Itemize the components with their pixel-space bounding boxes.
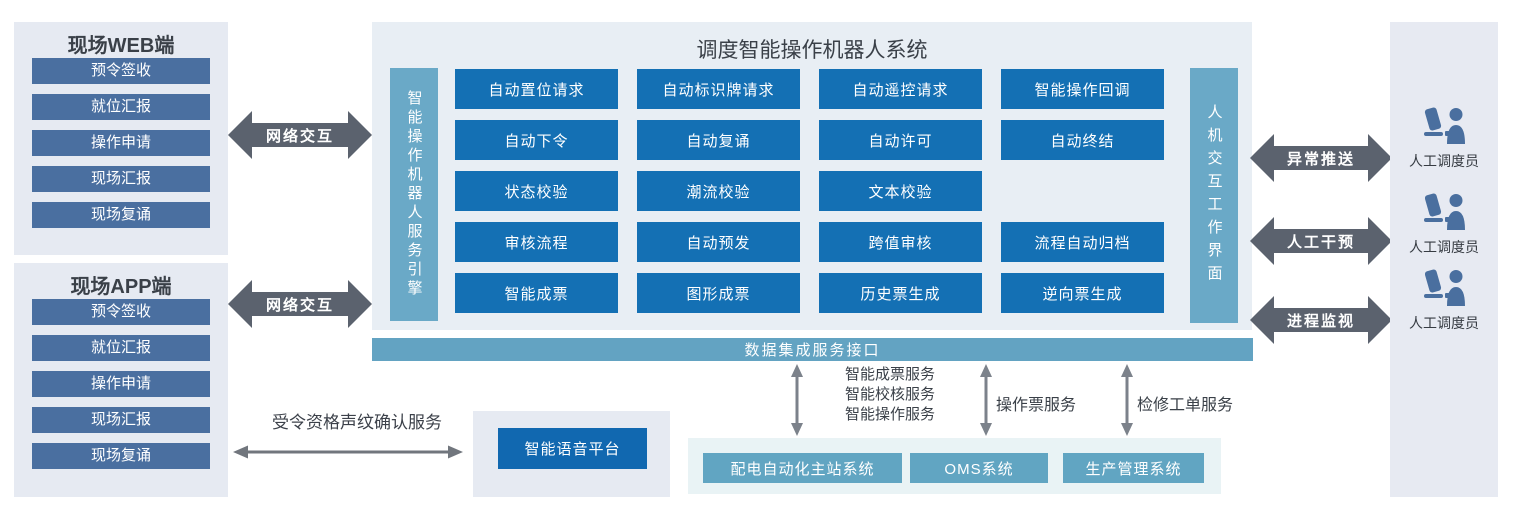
maintenance-order-service-label: 检修工单服务 xyxy=(1137,397,1234,414)
module-box: 状态校验 xyxy=(455,171,618,211)
module-box: 自动预发 xyxy=(637,222,800,262)
service-arrow xyxy=(1121,364,1133,436)
module-box: 历史票生成 xyxy=(819,273,982,313)
engine-bar: 智能操作机器人服务引擎 xyxy=(390,68,438,321)
voiceprint-service-label: 受令资格声纹确认服务 xyxy=(272,413,442,432)
dispatcher: 人工调度员 xyxy=(1390,192,1498,257)
process-monitor-arrow: 进程监视 xyxy=(1250,296,1392,344)
field-web-panel-title: 现场WEB端 xyxy=(67,35,175,57)
arrow-label: 人工干预 xyxy=(1286,233,1355,251)
system-box: 生产管理系统 xyxy=(1063,453,1204,483)
module-box: 流程自动归档 xyxy=(1001,222,1164,262)
operation-ticket-service-label: 操作票服务 xyxy=(996,397,1077,414)
arrow-right-head xyxy=(1368,217,1392,265)
network-interaction-arrow: 网络交互 xyxy=(228,111,372,159)
system-box: 配电自动化主站系统 xyxy=(703,453,902,483)
arrow-left-head xyxy=(1250,217,1274,265)
network-interaction-arrow: 网络交互 xyxy=(228,280,372,328)
arrow-left-head xyxy=(228,111,252,159)
network-arrow-label: 网络交互 xyxy=(265,127,334,145)
manual-intervention-arrow: 人工干预 xyxy=(1250,217,1392,265)
app-panel-item: 就位汇报 xyxy=(32,335,210,361)
dispatcher: 人工调度员 xyxy=(1390,268,1498,333)
field-web-panel: 现场WEB端 预令签收 就位汇报 操作申请 现场汇报 现场复诵 xyxy=(14,22,228,255)
web-panel-item: 现场汇报 xyxy=(32,166,210,192)
field-app-panel-title: 现场APP端 xyxy=(70,276,172,298)
arrow-right-head xyxy=(1368,134,1392,182)
web-panel-item: 操作申请 xyxy=(32,130,210,156)
module-box: 逆向票生成 xyxy=(1001,273,1164,313)
dispatcher-label: 人工调度员 xyxy=(1409,315,1479,331)
module-box: 图形成票 xyxy=(637,273,800,313)
module-box: 智能成票 xyxy=(455,273,618,313)
module-box: 审核流程 xyxy=(455,222,618,262)
robot-system-panel: 调度智能操作机器人系统 智能操作机器人服务引擎 自动置位请求 自动标识牌请求 自… xyxy=(372,22,1252,330)
arrow-label: 异常推送 xyxy=(1286,150,1355,168)
app-panel-item: 现场汇报 xyxy=(32,407,210,433)
dispatcher-label: 人工调度员 xyxy=(1409,153,1479,169)
web-panel-item: 就位汇报 xyxy=(32,94,210,120)
external-systems-panel: 配电自动化主站系统 OMS系统 生产管理系统 xyxy=(688,438,1221,494)
module-box: 自动复诵 xyxy=(637,120,800,160)
dispatcher: 人工调度员 xyxy=(1390,106,1498,171)
data-integration-bar: 数据集成服务接口 xyxy=(372,338,1253,361)
voice-platform-box: 智能语音平台 xyxy=(498,428,647,469)
arrow-left-head xyxy=(1250,296,1274,344)
app-panel-item: 预令签收 xyxy=(32,299,210,325)
grid-empty-cell xyxy=(1001,171,1164,211)
operator-at-computer-icon xyxy=(1424,193,1465,230)
hmi-bar: 人机交互工作界面 xyxy=(1190,68,1238,323)
function-grid: 自动置位请求 自动标识牌请求 自动遥控请求 智能操作回调 自动下令 自动复诵 自… xyxy=(455,69,1164,313)
operator-at-computer-icon xyxy=(1424,269,1465,306)
system-title: 调度智能操作机器人系统 xyxy=(696,39,928,62)
service-line: 智能操作服务 xyxy=(845,406,936,423)
module-box: 自动许可 xyxy=(819,120,982,160)
ticket-services-label: 智能成票服务 智能校核服务 智能操作服务 xyxy=(845,365,935,425)
module-box: 跨值审核 xyxy=(819,222,982,262)
service-arrow xyxy=(980,364,992,436)
voiceprint-service-arrow xyxy=(233,445,463,459)
arrow-left-head xyxy=(228,280,252,328)
network-arrow-label: 网络交互 xyxy=(265,296,334,314)
dispatcher-panel: 人工调度员 人工调度员 人工调度员 xyxy=(1390,22,1498,497)
service-line: 智能成票服务 xyxy=(845,366,936,383)
system-box: OMS系统 xyxy=(910,453,1048,483)
arrow-left-head xyxy=(1250,134,1274,182)
operator-at-computer-icon xyxy=(1424,107,1465,144)
field-app-panel: 现场APP端 预令签收 就位汇报 操作申请 现场汇报 现场复诵 xyxy=(14,263,228,497)
arrow-right-head xyxy=(348,111,372,159)
web-panel-item: 现场复诵 xyxy=(32,202,210,228)
service-line: 智能校核服务 xyxy=(845,386,936,403)
module-box: 潮流校验 xyxy=(637,171,800,211)
module-box: 自动终结 xyxy=(1001,120,1164,160)
module-box: 自动下令 xyxy=(455,120,618,160)
module-box: 智能操作回调 xyxy=(1001,69,1164,109)
module-box: 自动标识牌请求 xyxy=(637,69,800,109)
service-arrow xyxy=(791,364,803,436)
dispatcher-label: 人工调度员 xyxy=(1409,239,1479,255)
arrow-label: 进程监视 xyxy=(1286,312,1355,330)
voice-platform-panel: 智能语音平台 xyxy=(473,411,670,497)
module-box: 自动遥控请求 xyxy=(819,69,982,109)
module-box: 文本校验 xyxy=(819,171,982,211)
app-panel-item: 操作申请 xyxy=(32,371,210,397)
exception-push-arrow: 异常推送 xyxy=(1250,134,1392,182)
web-panel-item: 预令签收 xyxy=(32,58,210,84)
app-panel-item: 现场复诵 xyxy=(32,443,210,469)
module-box: 自动置位请求 xyxy=(455,69,618,109)
arrow-right-head xyxy=(348,280,372,328)
arrow-right-head xyxy=(1368,296,1392,344)
